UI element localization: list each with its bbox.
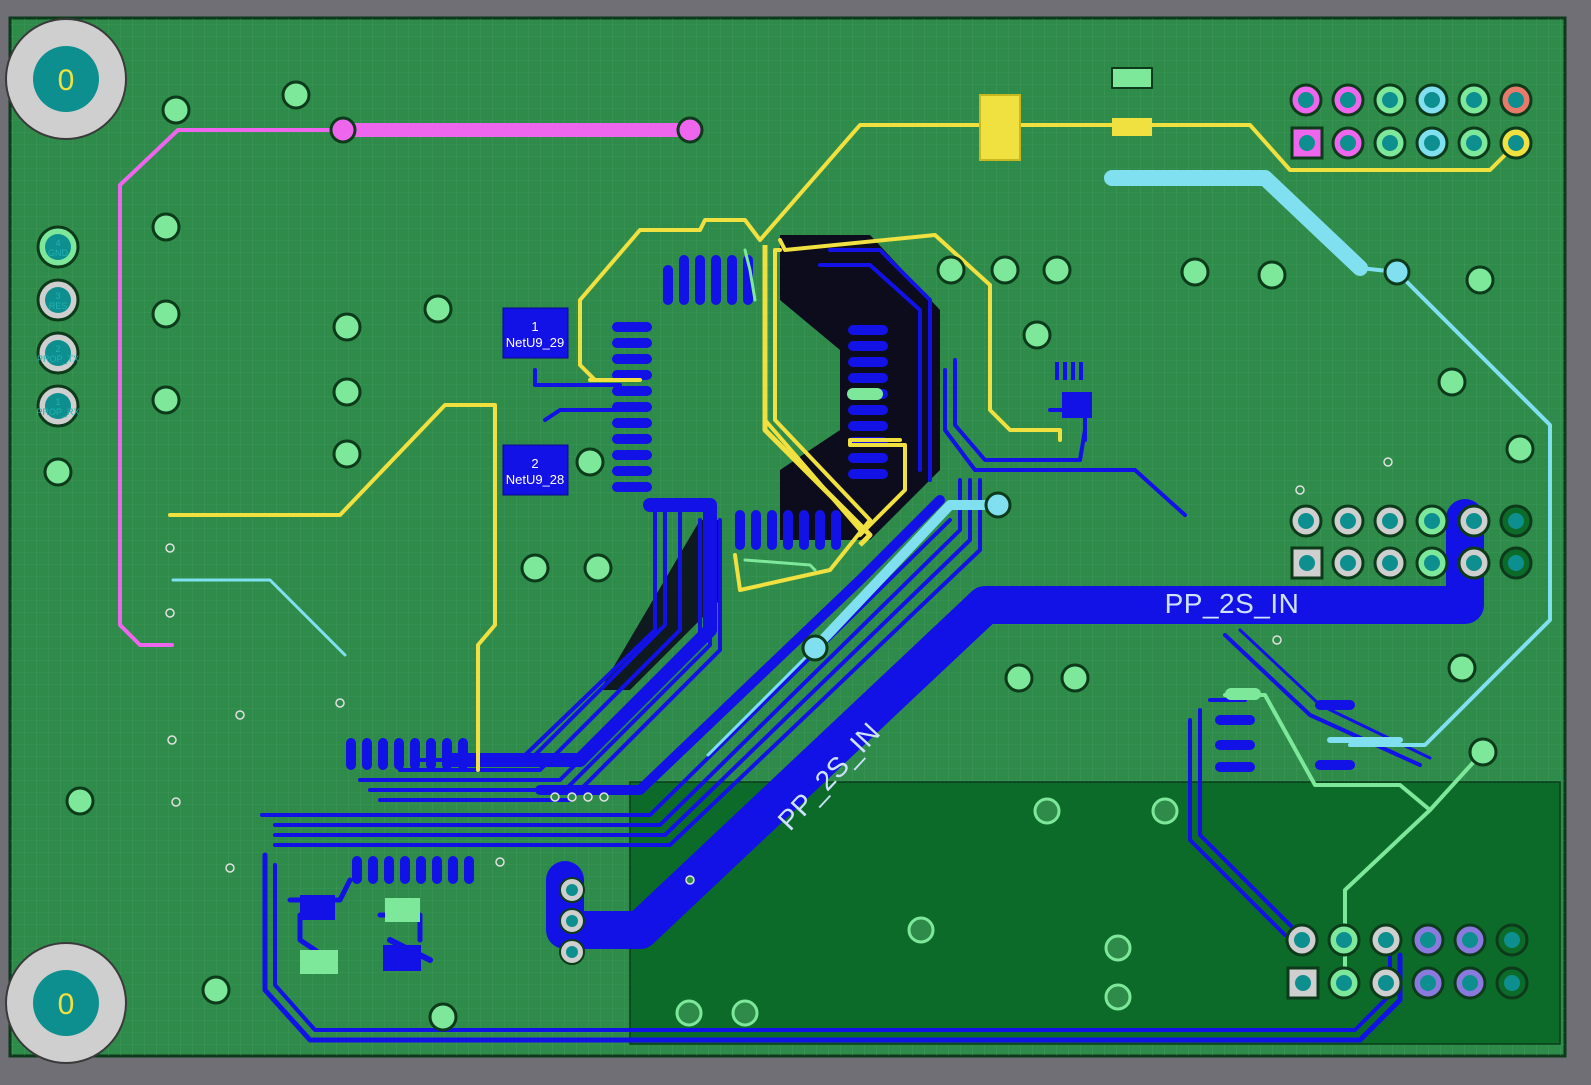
yellow-traces[interactable] bbox=[168, 123, 1522, 772]
mount-hole-top-left[interactable]: 0 bbox=[5, 18, 127, 140]
pink-traces[interactable] bbox=[118, 123, 697, 647]
header-bottom-right[interactable] bbox=[1285, 923, 1529, 1000]
connector-left[interactable]: 4 GND 3 RES 2 PROP_TX 1 PROP_RX bbox=[36, 225, 80, 428]
component-number-label: 1 bbox=[531, 319, 538, 334]
component-netu9-28[interactable]: 2 NetU9_28 bbox=[502, 444, 569, 496]
component-net-label: NetU9_28 bbox=[506, 472, 565, 487]
pin-number: 4 bbox=[55, 238, 60, 248]
component-number-label: 2 bbox=[531, 456, 538, 471]
ground-pour-region[interactable] bbox=[629, 781, 1561, 1045]
pin-number: 1 bbox=[55, 397, 60, 407]
mount-hole-bottom-left[interactable]: 0 bbox=[5, 942, 127, 1064]
mount-hole-icon: 0 bbox=[58, 64, 75, 97]
pin-number: 2 bbox=[55, 344, 60, 354]
yellow-outline bbox=[762, 245, 873, 547]
pin-name: PROP_TX bbox=[37, 354, 79, 364]
connector-pin-3[interactable]: 3 RES bbox=[36, 278, 80, 322]
mount-hole-icon: 0 bbox=[58, 988, 75, 1021]
header-right-middle[interactable] bbox=[1289, 504, 1533, 580]
vias[interactable] bbox=[43, 80, 1535, 1032]
connector-pin-4[interactable]: 4 GND bbox=[36, 225, 80, 269]
pin-name: RES bbox=[49, 301, 68, 311]
component-netu9-29[interactable]: 1 NetU9_29 bbox=[502, 307, 569, 359]
pin-number: 3 bbox=[55, 291, 60, 301]
ic-pads[interactable] bbox=[300, 255, 1355, 971]
header-top-right[interactable] bbox=[1289, 83, 1533, 160]
cyan-traces[interactable] bbox=[171, 170, 1552, 757]
yellow-component-top[interactable] bbox=[979, 94, 1152, 161]
component-net-label: NetU9_29 bbox=[506, 335, 565, 350]
connector-pin-1[interactable]: 1 PROP_RX bbox=[36, 384, 80, 428]
pin-name: PROP_RX bbox=[36, 407, 79, 417]
header-pp-2s-in[interactable] bbox=[559, 877, 585, 965]
connector-pin-2[interactable]: 2 PROP_TX bbox=[36, 331, 80, 375]
copper-pour-dark[interactable] bbox=[340, 235, 940, 960]
pin-name: GND bbox=[48, 248, 69, 258]
net-label-pp-2s-in-horizontal: PP_2S_IN bbox=[1165, 588, 1300, 619]
lightgreen-traces[interactable] bbox=[300, 67, 1482, 987]
